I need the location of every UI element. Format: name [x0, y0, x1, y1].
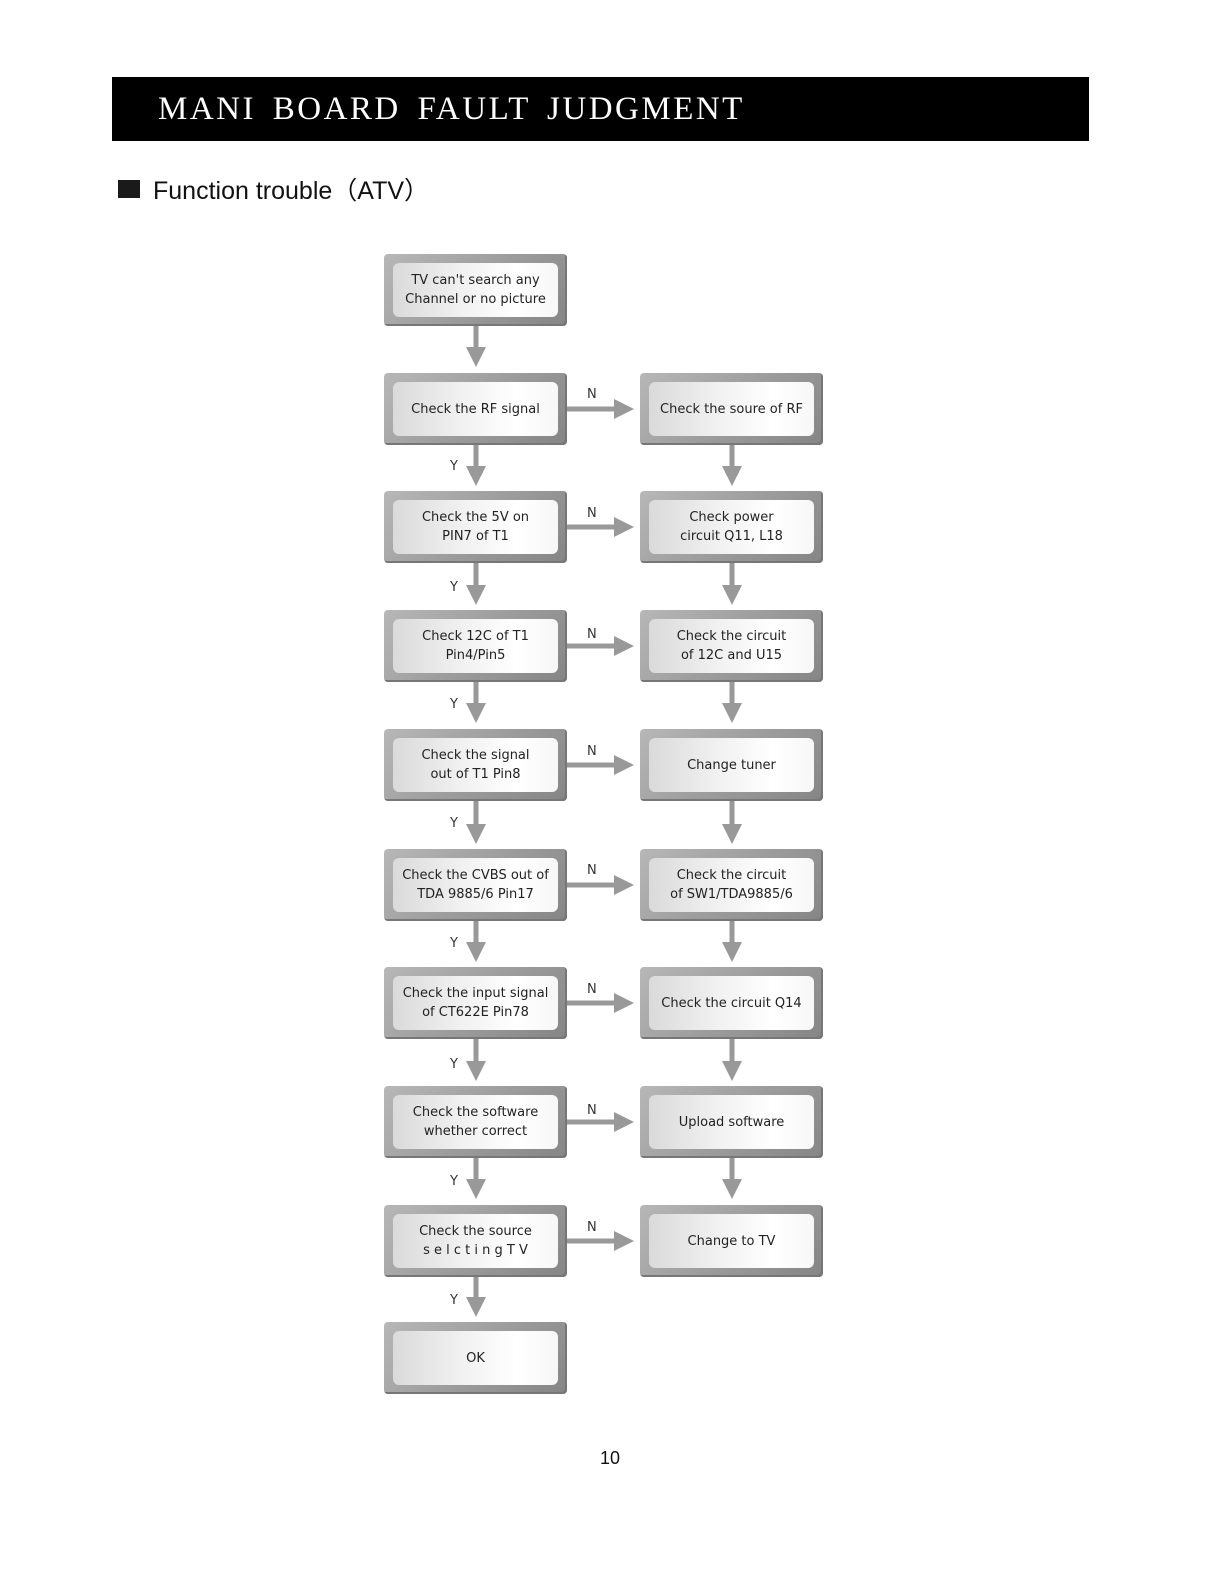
start-box: TV can't search any Channel or no pictur… — [384, 254, 567, 326]
page-number: 10 — [599, 1448, 621, 1468]
action-box-text: Upload software — [678, 1114, 785, 1130]
yes-label: Y — [450, 1057, 458, 1072]
action-box-text: Check the soure of RF — [660, 401, 803, 417]
check-box-6: Check the input signal of CT622E Pin78 — [384, 967, 567, 1039]
action-box-7: Upload software — [640, 1086, 823, 1158]
action-box-1: Check the soure of RF — [640, 373, 823, 445]
no-label: N — [587, 744, 597, 759]
check-box-2: Check the 5V on PIN7 of T1 — [384, 491, 567, 563]
check-box-text: Check 12C of T1 Pin4/Pin5 — [422, 629, 529, 663]
section-title: Function trouble（ATV） — [153, 177, 430, 205]
no-label: N — [587, 1220, 597, 1235]
no-label: N — [587, 982, 597, 997]
yes-label: Y — [450, 816, 458, 831]
action-box-3: Check the circuit of 12C and U15 — [640, 610, 823, 682]
action-box-text: Change to TV — [687, 1233, 776, 1249]
yes-label: Y — [450, 697, 458, 712]
yes-label: Y — [450, 936, 458, 951]
end-box-text: OK — [466, 1350, 485, 1366]
action-box-2: Check power circuit Q11, L18 — [640, 491, 823, 563]
action-box-8: Change to TV — [640, 1205, 823, 1277]
page-title: MANI BOARD FAULT JUDGMENT — [158, 91, 745, 127]
check-box-3: Check 12C of T1 Pin4/Pin5 — [384, 610, 567, 682]
yes-label: Y — [450, 459, 458, 474]
yes-label: Y — [450, 580, 458, 595]
action-box-text: Check the circuit of SW1/TDA9885/6 — [670, 868, 793, 902]
check-box-text: Check the signal out of T1 Pin8 — [421, 748, 530, 782]
no-label: N — [587, 387, 597, 402]
check-box-text: Check the RF signal — [411, 401, 540, 417]
check-box-text: Check the 5V on PIN7 of T1 — [421, 510, 530, 544]
action-box-4: Change tuner — [640, 729, 823, 801]
check-box-text: Check the CVBS out of TDA 9885/6 Pin17 — [402, 868, 549, 902]
action-box-5: Check the circuit of SW1/TDA9885/6 — [640, 849, 823, 921]
action-box-text: Check the circuit Q14 — [661, 995, 802, 1011]
check-box-8: Check the source s e l c t i n g T V — [384, 1205, 567, 1277]
action-box-text: Check the circuit of 12C and U15 — [676, 629, 787, 663]
check-box-7: Check the software whether correct — [384, 1086, 567, 1158]
check-box-4: Check the signal out of T1 Pin8 — [384, 729, 567, 801]
check-box-text: Check the software whether correct — [412, 1105, 539, 1139]
no-label: N — [587, 1103, 597, 1118]
no-label: N — [587, 506, 597, 521]
end-box: OK — [384, 1322, 567, 1394]
yes-label: Y — [450, 1174, 458, 1189]
section-square-icon — [118, 180, 140, 198]
action-box-6: Check the circuit Q14 — [640, 967, 823, 1039]
yes-label: Y — [450, 1293, 458, 1308]
no-label: N — [587, 863, 597, 878]
check-box-1: Check the RF signal — [384, 373, 567, 445]
action-box-text: Change tuner — [687, 757, 776, 773]
action-box-text: Check power circuit Q11, L18 — [680, 510, 783, 544]
check-box-text: Check the input signal of CT622E Pin78 — [402, 986, 549, 1020]
start-box-text: TV can't search any Channel or no pictur… — [405, 273, 546, 307]
header-bar: MANI BOARD FAULT JUDGMENT — [112, 77, 1089, 141]
no-label: N — [587, 627, 597, 642]
check-box-5: Check the CVBS out of TDA 9885/6 Pin17 — [384, 849, 567, 921]
check-box-text: Check the source s e l c t i n g T V — [419, 1224, 532, 1258]
